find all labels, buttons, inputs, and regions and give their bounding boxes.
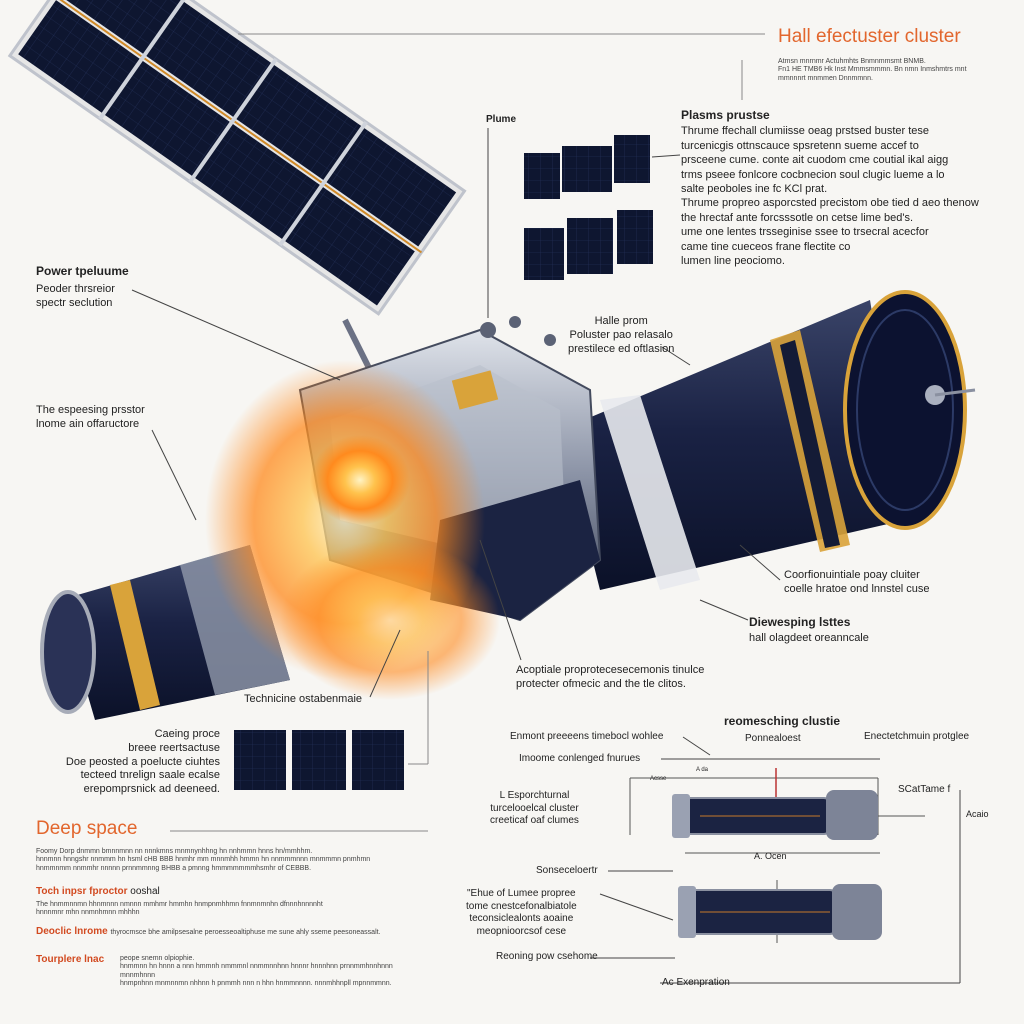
blueprint-reaing: Reoning pow csehome — [496, 951, 598, 962]
blueprint-ponneo: Ponnealoest — [745, 733, 801, 744]
deep-space-title: Deep space — [36, 818, 138, 839]
blueprint-small2: A da — [696, 767, 709, 773]
blueprint-aocm: A. Ocen — [754, 851, 787, 861]
deep-sub2: Deoclic lnrome thyrocmsce bhe amilpsesal… — [36, 926, 381, 937]
solar-array — [7, 0, 467, 316]
deep-sub2-text: thyrocmsce bhe amilpsesalne peroesseoalt… — [110, 929, 381, 936]
page-title: Hall efectuster cluster — [778, 26, 961, 47]
plume-label: Plume — [486, 114, 517, 125]
caring-label: Caeing proce breee reertsactuse Doe peos… — [65, 728, 220, 795]
blueprint-sbc: SCatTame f — [898, 784, 951, 795]
techincine-label: Technicine ostabenmaie — [244, 693, 363, 705]
coorf-label: Coorfionuintiale poay cluiter coelle hra… — [784, 569, 930, 595]
plasma-text: Thrume ffechall clumiisse oeag prstsed b… — [681, 125, 949, 196]
small-panels-2 — [524, 210, 653, 280]
blueprint-ac-exp: Ac Exenpration — [662, 977, 730, 988]
deep-sub1-suffix: ooshal — [130, 886, 160, 897]
blueprint-imoome: Imoome conlenged fnurues — [519, 753, 641, 764]
blueprint-sonsec: Sonseceloertr — [536, 865, 598, 876]
blueprint-l-esp: L Esporchturnal turcelooelcal cluster cr… — [490, 790, 579, 826]
blueprint-acaio: Acaio — [966, 809, 989, 819]
blueprint-engine-2 — [678, 880, 882, 943]
dewespring-title: Diewesping lsttes — [749, 615, 851, 629]
power-text: Peoder thrsreior spectr seclution — [36, 283, 115, 309]
dewespring-text: hall olagdeet oreanncale — [749, 632, 869, 644]
deep-sub1-text: The hnmmnnmn hhnmnnn nmnnn mmhmr hmmhn h… — [36, 901, 323, 917]
deep-sub1: Toch inpsr fproctor ooshal — [36, 886, 160, 897]
blueprint-title: reomesching clustie — [724, 714, 841, 728]
blueprint-small1: Acsse — [650, 776, 667, 782]
plasma-title: Plasms prustse — [681, 108, 770, 122]
header-subtitle: Atmsn mnrnmr Actuhmhts Bnmnmmsmt BNMB. F… — [778, 58, 967, 82]
espressing-label: The espeesing prsstor lnome ain offaruct… — [36, 404, 145, 430]
small-panels-1 — [524, 135, 650, 199]
deep-sub3: Tourplere lnac — [36, 954, 104, 965]
deep-sub2-title: Deoclic lnrome — [36, 926, 108, 937]
deep-sub1-title: Toch inpsr fproctor — [36, 886, 128, 897]
hall-prom-label: Halle prom Poluster pao relasalo prestil… — [568, 315, 675, 355]
deep-sub3-text: peope snemn olpiophie. hnmmnn hn hnnn a … — [120, 955, 393, 988]
blueprint-enecte: Enectetchmuin protglee — [864, 731, 970, 742]
acoptile-label: Acoptiale proprotecesecemonis tinulce pr… — [516, 664, 705, 690]
thrume-text: Thrume propreo asporcsted precistom obe … — [681, 197, 979, 268]
blueprint-thue: "Ehue of Lumee propree tome cnestcefonal… — [466, 888, 577, 937]
plasma-plume — [205, 360, 500, 700]
deep-space-body: Foomy Dorp dnmmn bmnnmnn nn nnnkmns mnmn… — [36, 848, 371, 872]
deep-sub3-title: Tourplere lnac — [36, 954, 105, 965]
blueprint-enmnt: Enmont preeeens timebocl wohlee — [510, 731, 664, 742]
small-panels-3 — [234, 730, 404, 790]
leader-lines — [131, 128, 961, 984]
blueprint-engine-1 — [629, 768, 925, 854]
main-thruster-cylinder — [560, 290, 976, 590]
power-title: Power tpeluume — [36, 264, 129, 278]
